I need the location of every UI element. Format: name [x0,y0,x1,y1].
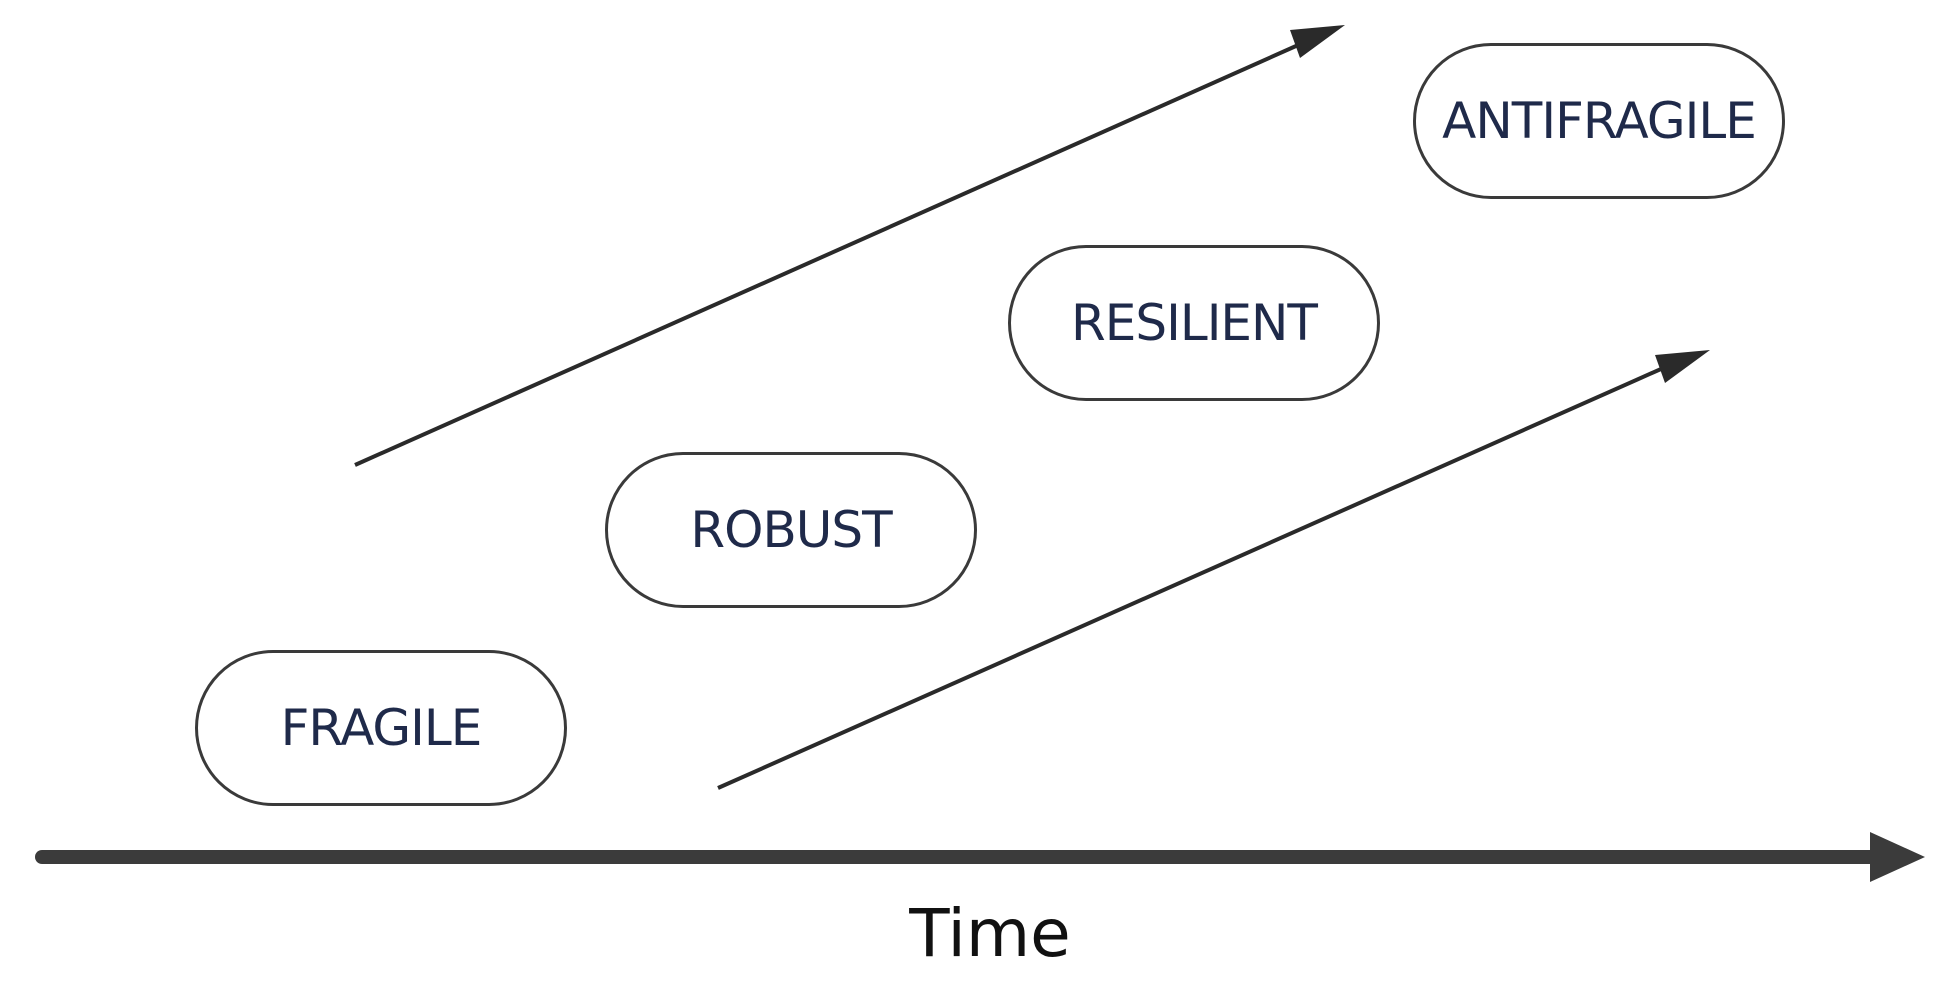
stage-robust-label: ROBUST [690,501,892,559]
stage-fragile-label: FRAGILE [280,699,483,757]
stage-resilient-label: RESILIENT [1071,294,1318,352]
stage-fragile: FRAGILE [195,650,567,806]
stage-antifragile: ANTIFRAGILE [1413,43,1785,199]
lower-diagonal-arrow [717,350,1710,790]
upper-diagonal-arrow [354,25,1345,467]
time-axis-label: Time [909,895,1071,972]
time-axis-arrow [35,832,1925,882]
stage-robust: ROBUST [605,452,977,608]
stage-antifragile-label: ANTIFRAGILE [1442,92,1757,150]
stage-resilient: RESILIENT [1008,245,1380,401]
